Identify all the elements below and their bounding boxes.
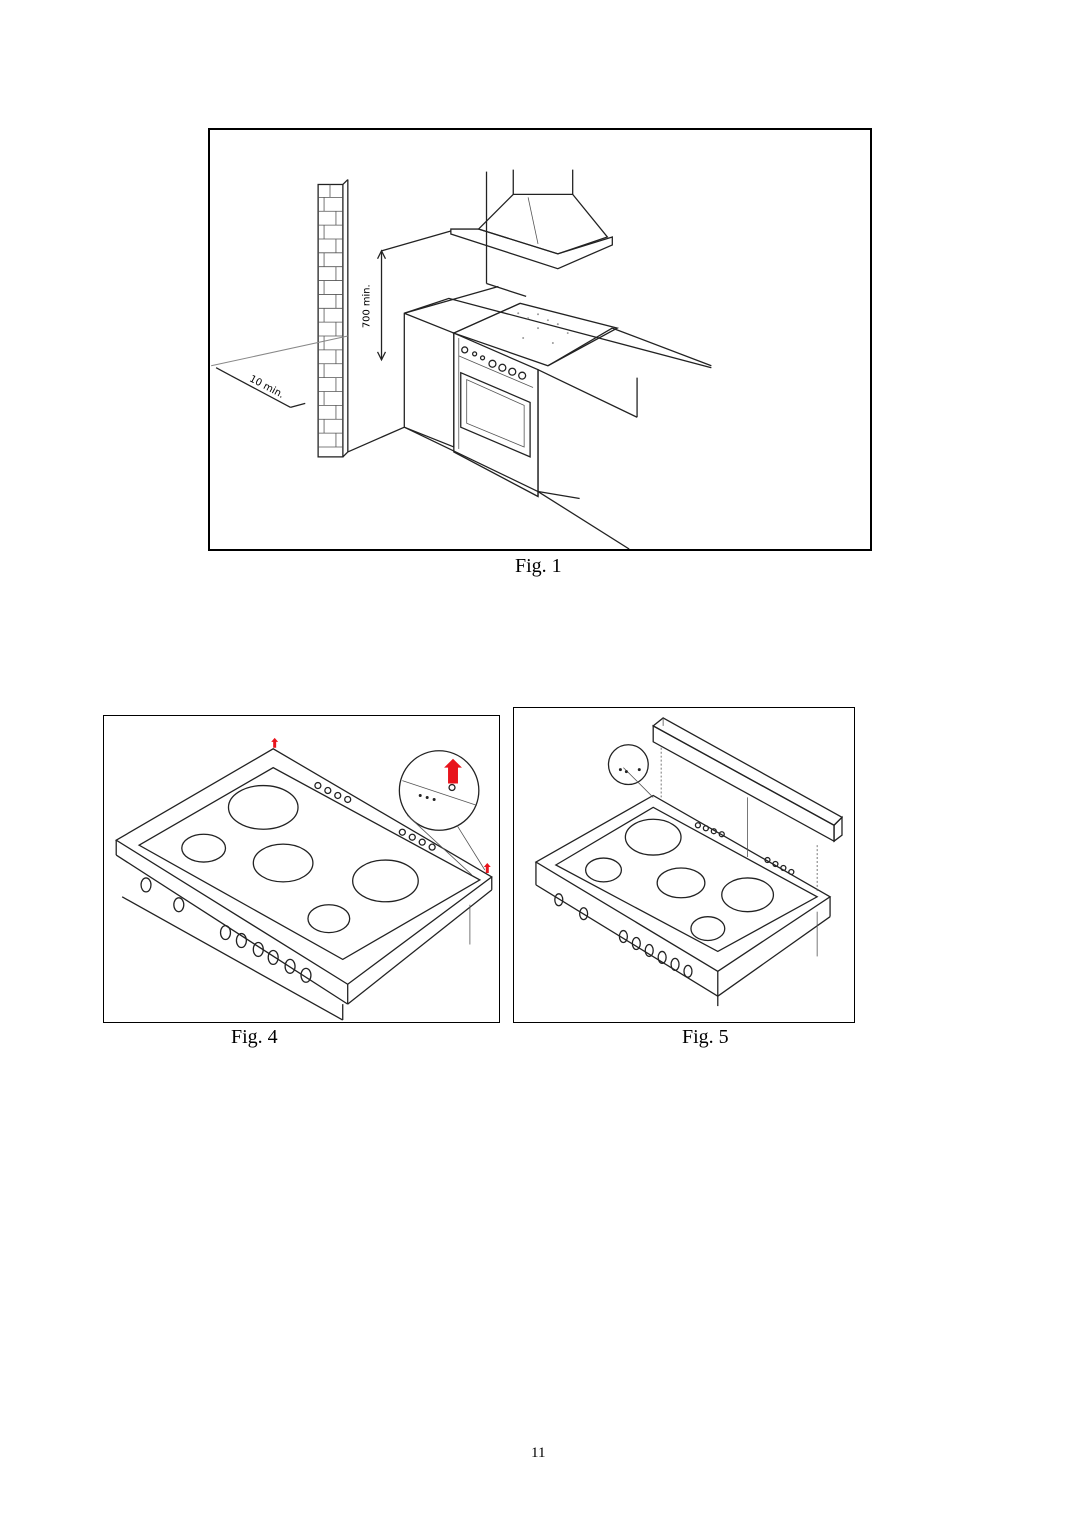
backguard-fitting-drawing bbox=[534, 717, 844, 1007]
back-guard bbox=[652, 717, 844, 892]
figure-4-caption: Fig. 4 bbox=[231, 1026, 278, 1048]
page-number: 11 bbox=[531, 1445, 546, 1461]
cooker-hood bbox=[450, 169, 613, 270]
figure-1-installation-diagram: 700 min. 10 min. bbox=[208, 128, 872, 551]
figure-5-backguard-fitting bbox=[513, 707, 855, 1023]
cooker-body bbox=[534, 794, 832, 1007]
red-arrow-icon bbox=[271, 737, 491, 873]
detail-callout bbox=[607, 744, 654, 798]
hotplates bbox=[181, 784, 419, 934]
brick-wall bbox=[317, 179, 349, 458]
dimension-label-700-min: 700 min. bbox=[362, 284, 373, 328]
kitchen-installation-drawing: 700 min. 10 min. bbox=[211, 169, 712, 549]
cooker bbox=[452, 302, 620, 498]
dimension-700 bbox=[376, 230, 452, 362]
room-lines bbox=[211, 171, 712, 549]
knobs bbox=[140, 781, 436, 983]
hotplates bbox=[584, 818, 775, 942]
cooktop-screw-removal-drawing bbox=[114, 737, 493, 1021]
worktop-cabinet bbox=[404, 285, 712, 448]
figure-1-caption: Fig. 1 bbox=[515, 555, 562, 577]
knobs bbox=[554, 822, 795, 978]
detail-callout bbox=[398, 750, 486, 876]
dimension-10 bbox=[215, 367, 306, 408]
figure-5-caption: Fig. 5 bbox=[682, 1026, 729, 1048]
figure-4-cooktop-screws bbox=[103, 715, 500, 1023]
cooker-body bbox=[114, 748, 493, 1021]
